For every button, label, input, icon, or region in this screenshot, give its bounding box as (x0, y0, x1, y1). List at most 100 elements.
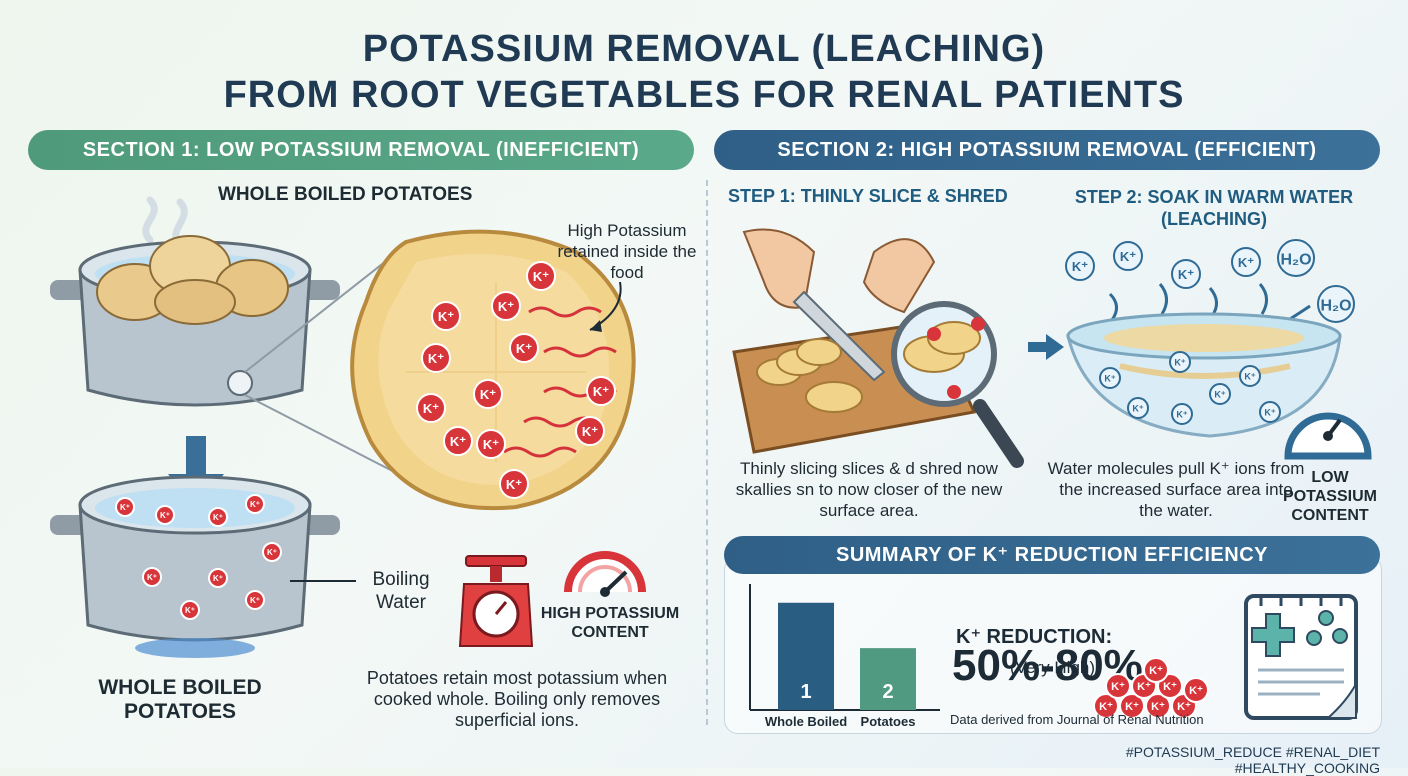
section-divider (706, 180, 708, 725)
boiling-pointer (290, 580, 356, 582)
svg-text:K⁺: K⁺ (250, 596, 260, 605)
potassium-ion: K⁺ (1093, 693, 1119, 719)
potassium-ion: K⁺ (491, 291, 521, 321)
potassium-ion: K⁺ (1143, 657, 1169, 683)
leaching-bowl: K⁺ K⁺ K⁺ K⁺ H₂O H₂O K⁺ K⁺ K⁺ K⁺ K⁺ K⁺ K⁺ (1065, 239, 1355, 438)
potassium-ion: K⁺ (1065, 251, 1095, 281)
whole-boiled-label: WHOLE BOILED POTATOES (98, 676, 262, 723)
leaching-arrow (543, 346, 617, 358)
potassium-ion: K⁺ (1169, 351, 1191, 373)
potassium-ion: K⁺ (1239, 365, 1261, 387)
svg-text:K⁺: K⁺ (1111, 681, 1125, 693)
bar-label-2: 2 (882, 681, 893, 703)
svg-text:K⁺: K⁺ (428, 351, 444, 366)
reduction-label: K⁺ REDUCTION: (956, 626, 1113, 648)
potassium-ion: K⁺ (499, 469, 529, 499)
medical-report-icon (1244, 594, 1358, 720)
data-source: Data derived from Journal of Renal Nutri… (950, 712, 1204, 727)
potassium-ion: K⁺ (155, 505, 175, 525)
svg-text:H₂O: H₂O (1280, 251, 1311, 268)
potassium-ion: K⁺ (1113, 241, 1143, 271)
low-gauge-icon (1284, 412, 1372, 460)
reduction-note: (Very High) (1010, 658, 1096, 677)
ion-pile: K⁺K⁺K⁺K⁺K⁺K⁺K⁺K⁺K⁺ (1093, 657, 1209, 719)
svg-text:K⁺: K⁺ (533, 269, 549, 284)
high-potassium-label: HIGH POTASSIUM CONTENT (540, 605, 680, 641)
pot-boiling-water: K⁺ K⁺ K⁺ K⁺ K⁺ K⁺ K⁺ K⁺ K⁺ (50, 475, 340, 658)
potassium-ion: K⁺ (262, 542, 282, 562)
svg-text:K⁺: K⁺ (1238, 255, 1254, 270)
bar-1 (778, 602, 834, 710)
potassium-ion: K⁺ (142, 567, 162, 587)
potassium-ion: K⁺ (245, 590, 265, 610)
svg-text:K⁺: K⁺ (423, 401, 439, 416)
potassium-ion: K⁺ (180, 600, 200, 620)
svg-text:K⁺: K⁺ (506, 477, 522, 492)
potassium-ion: K⁺ (245, 494, 265, 514)
potassium-ion: K⁺ (1171, 259, 1201, 289)
svg-text:K⁺: K⁺ (450, 434, 466, 449)
svg-text:K⁺: K⁺ (1178, 267, 1194, 282)
step1-title: STEP 1: THINLY SLICE & SHRED (728, 186, 1008, 206)
potassium-ion: K⁺ (1099, 367, 1121, 389)
potassium-ion: K⁺ (586, 376, 616, 406)
potassium-ion: K⁺ (509, 333, 539, 363)
bar-label-1: 1 (800, 681, 811, 703)
potassium-ion: K⁺ (1119, 693, 1145, 719)
potassium-ion: K⁺ (526, 261, 556, 291)
potassium-ion: K⁺ (1171, 403, 1193, 425)
page-subtitle: FROM ROOT VEGETABLES FOR RENAL PATIENTS (223, 74, 1185, 116)
potassium-ion: K⁺ (575, 416, 605, 446)
svg-text:K⁺: K⁺ (438, 309, 454, 324)
potassium-ion: K⁺ (416, 393, 446, 423)
potassium-ion: K⁺ (208, 507, 228, 527)
potassium-ion: K⁺ (1183, 677, 1209, 703)
leaching-arrow (503, 446, 577, 458)
potassium-ion: H₂O (1317, 285, 1355, 323)
potassium-ion: K⁺ (473, 379, 503, 409)
svg-text:K⁺: K⁺ (516, 341, 532, 356)
potassium-ion: K⁺ (421, 343, 451, 373)
svg-text:K⁺: K⁺ (1244, 372, 1255, 382)
svg-text:K⁺: K⁺ (1151, 701, 1165, 713)
svg-text:K⁺: K⁺ (1149, 665, 1163, 677)
potassium-ion: K⁺ (1259, 401, 1281, 423)
svg-text:K⁺: K⁺ (1264, 408, 1275, 418)
pot-whole-potatoes (50, 196, 340, 407)
svg-text:K⁺: K⁺ (1072, 259, 1088, 274)
svg-text:K⁺: K⁺ (1125, 701, 1139, 713)
svg-text:K⁺: K⁺ (1132, 404, 1143, 414)
svg-text:K⁺: K⁺ (1177, 701, 1191, 713)
svg-text:K⁺: K⁺ (147, 573, 157, 582)
section2-header: SECTION 2: HIGH POTASSIUM REMOVAL (EFFIC… (714, 130, 1380, 170)
potassium-ion: H₂O (1277, 239, 1315, 277)
potassium-ion: K⁺ (431, 301, 461, 331)
potassium-ion: K⁺ (115, 497, 135, 517)
svg-text:K⁺: K⁺ (1176, 410, 1187, 420)
svg-text:K⁺: K⁺ (498, 299, 514, 314)
potassium-ion: K⁺ (1231, 247, 1261, 277)
svg-text:K⁺: K⁺ (480, 387, 496, 402)
cutting-board (732, 228, 977, 454)
svg-text:K⁺: K⁺ (1174, 358, 1185, 368)
potassium-ion: K⁺ (208, 568, 228, 588)
svg-text:K⁺: K⁺ (185, 606, 195, 615)
potassium-ion: K⁺ (476, 429, 506, 459)
step2-title: STEP 2: SOAK IN WARM WATER (LEACHING) (1074, 187, 1354, 229)
potassium-ion: K⁺ (443, 426, 473, 456)
potassium-ion: K⁺ (1209, 383, 1231, 405)
section1-header: SECTION 1: LOW POTASSIUM REMOVAL (INEFFI… (28, 130, 694, 170)
step1-caption: Thinly slicing slices & d shred now skal… (735, 459, 1003, 520)
svg-text:K⁺: K⁺ (160, 511, 170, 520)
step2-caption: Water molecules pull K⁺ ions from the in… (1047, 459, 1305, 520)
svg-text:K⁺: K⁺ (593, 384, 609, 399)
hashtags: #POTASSIUM_REDUCE #RENAL_DIET #HEALTHY_C… (1125, 744, 1380, 776)
svg-text:K⁺: K⁺ (1120, 249, 1136, 264)
high-gauge-icon (564, 551, 646, 597)
svg-text:K⁺: K⁺ (1104, 374, 1115, 384)
svg-text:K⁺: K⁺ (1099, 701, 1113, 713)
callout-arrow (589, 281, 622, 332)
svg-text:K⁺: K⁺ (213, 513, 223, 522)
low-potassium-label: LOW POTASSIUM CONTENT (1283, 469, 1377, 524)
